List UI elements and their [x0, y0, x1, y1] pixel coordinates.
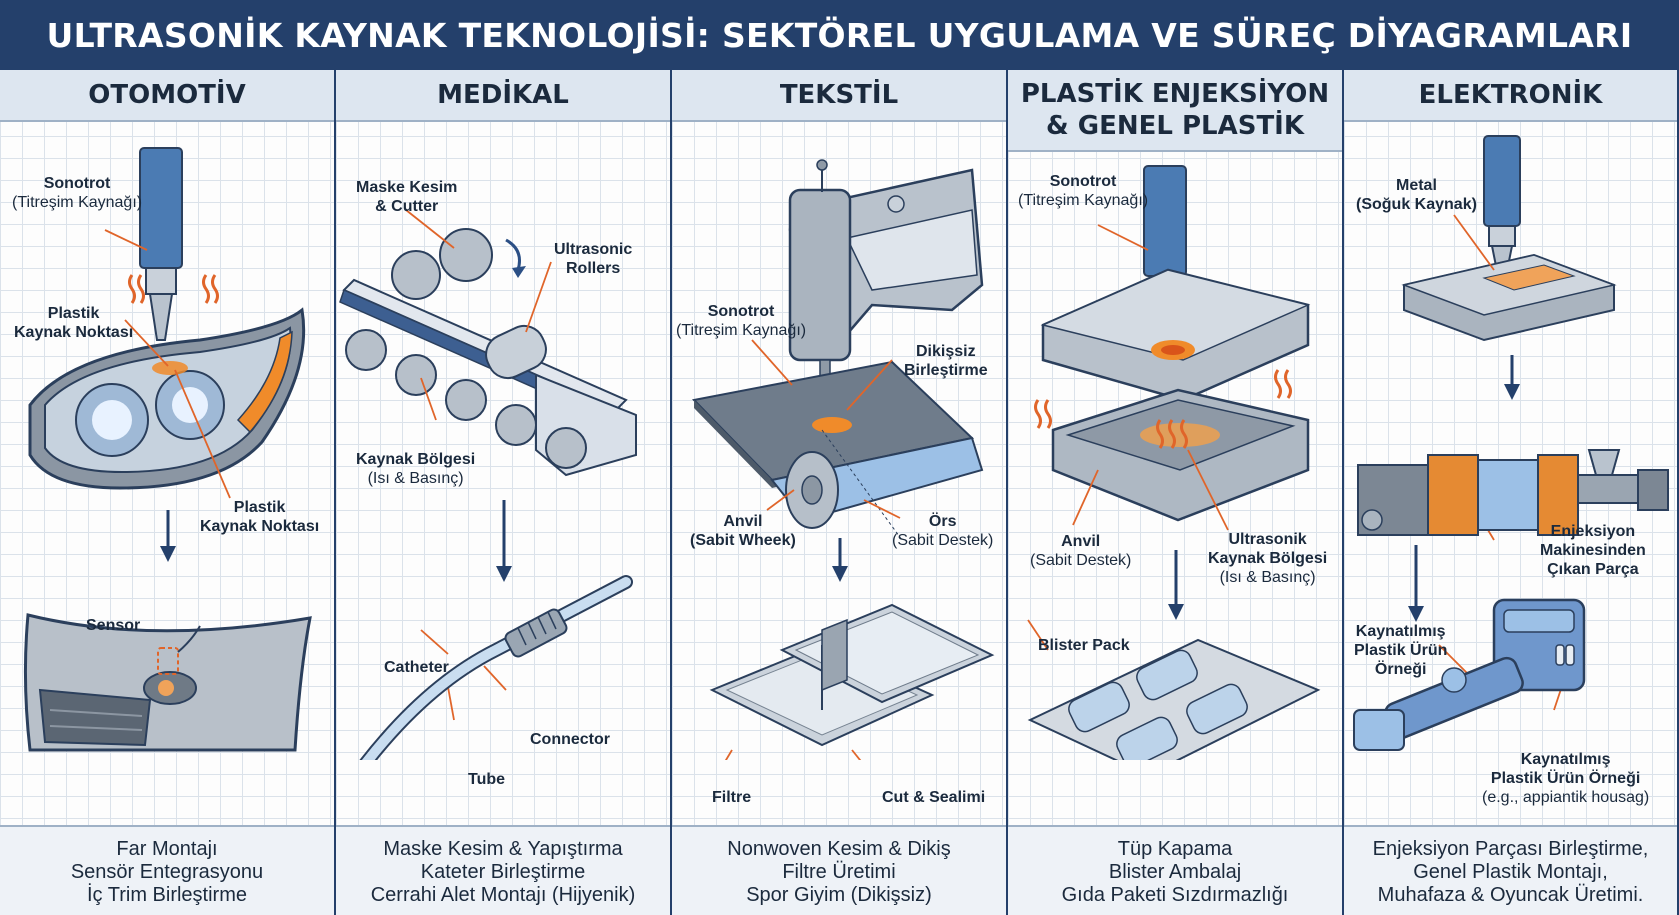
footer-elektronik: Enjeksiyon Parçası Birleştirme, Genel Pl… — [1344, 825, 1677, 915]
arrow-down-icon — [1504, 355, 1520, 400]
injection-machine-icon — [1357, 449, 1669, 536]
tekstil-illustration — [691, 159, 995, 760]
column-heading-otomotiv: OTOMOTİV — [0, 70, 334, 122]
label-blister-pack: Blister Pack — [1038, 637, 1130, 654]
metal-plate-icon — [1401, 253, 1617, 342]
bumper-icon — [23, 613, 312, 752]
column-heading-medikal: MEDİKAL — [336, 70, 670, 122]
column-plastik: PLASTİK ENJEKSİYON & GENEL PLASTİK — [1008, 70, 1344, 915]
footer-tekstil: Nonwoven Kesim & Dikiş Filtre Üretimi Sp… — [672, 825, 1006, 915]
roller-icon — [345, 228, 587, 469]
label-cut-seal: Cut & Sealimi — [882, 789, 986, 806]
footer-line: Muhafaza & Oyuncak Üretimi. — [1377, 883, 1644, 906]
footer-line: Tüp Kapama — [1117, 837, 1233, 860]
footer-line: Enjeksiyon Parçası Birleştirme, — [1372, 837, 1649, 860]
arrow-down-icon — [1168, 550, 1184, 620]
sonotrot-horn-icon — [1483, 135, 1521, 277]
column-otomotiv: OTOMOTİV — [0, 70, 336, 915]
footer-line: İç Trim Birleştirme — [87, 883, 247, 906]
label-anvil: Anvil(Sabit Wheek) — [690, 513, 796, 549]
column-heading-plastik: PLASTİK ENJEKSİYON & GENEL PLASTİK — [1008, 70, 1342, 152]
plastik-illustration — [1027, 165, 1321, 760]
conveyor-belt-icon — [339, 278, 637, 477]
label-weld-zone: Kaynak Bölgesi(Isı & Basınç) — [356, 451, 476, 487]
blister-pack-icon — [1027, 638, 1321, 760]
sonotrot-horn-icon — [139, 147, 183, 341]
label-ors: Örs(Sabit Destek) — [892, 513, 994, 549]
label-tube: Tube — [468, 771, 506, 788]
footer-line: Cerrahi Alet Montajı (Hijyenik) — [370, 883, 636, 906]
label-sensor: Sensor — [86, 617, 141, 634]
footer-line: Genel Plastik Montajı, — [1413, 860, 1608, 883]
label-connector: Connector — [530, 731, 610, 748]
arrow-down-icon — [496, 500, 512, 582]
housing-base-icon — [1051, 388, 1310, 522]
label-sonotrot: Sonotrot(Titreşim Kaynağı) — [676, 303, 807, 339]
label-anvil: Anvil(Sabit Destek) — [1030, 533, 1132, 569]
footer-line: Nonwoven Kesim & Dikiş — [727, 837, 951, 860]
headlight-icon — [28, 307, 306, 490]
footer-medikal: Maske Kesim & Yapıştırma Kateter Birleşt… — [336, 825, 670, 915]
footer-line: Filtre Üretimi — [782, 860, 896, 883]
footer-line: Gıda Paketi Sızdırmazlığı — [1061, 883, 1289, 906]
label-sonotrot: Sonotrot(Titreşim Kaynağı) — [1018, 173, 1149, 209]
filter-panel-icon — [709, 603, 995, 747]
arrow-down-icon — [1408, 545, 1424, 622]
column-medikal: MEDİKAL — [336, 70, 672, 915]
label-catheter: Catheter — [384, 659, 449, 676]
sewing-machine-icon — [788, 159, 984, 401]
catheter-icon — [359, 575, 633, 760]
housing-lid-icon — [1040, 268, 1311, 402]
heat-waves-icon — [128, 274, 219, 304]
medikal-illustration — [339, 209, 637, 760]
footer-line: Maske Kesim & Yapıştırma — [383, 837, 623, 860]
arrow-down-icon — [160, 510, 176, 562]
roller-icon — [485, 324, 547, 380]
footer-line: Sensör Entegrasyonu — [70, 860, 264, 883]
arrow-down-icon — [832, 538, 848, 582]
heat-waves-icon — [1034, 369, 1292, 449]
column-heading-elektronik: ELEKTRONİK — [1344, 70, 1677, 122]
plastic-product-icon — [1353, 598, 1586, 751]
otomotiv-illustration — [23, 147, 312, 752]
column-elektronik: ELEKTRONİK — [1344, 70, 1679, 915]
footer-plastik: Tüp Kapama Blister Ambalaj Gıda Paketi S… — [1008, 825, 1342, 915]
column-heading-tekstil: TEKSTİL — [672, 70, 1006, 122]
label-sonotrot: Sonotrot(Titreşim Kaynağı) — [12, 175, 143, 211]
footer-otomotiv: Far Montajı Sensör Entegrasyonu İç Trim … — [0, 825, 334, 915]
elektronik-illustration — [1353, 135, 1669, 751]
page-title: ULTRASONİK KAYNAK TEKNOLOJİSİ: SEKTÖREL … — [0, 0, 1679, 70]
label-metal: Metal(Soğuk Kaynak) — [1356, 177, 1477, 213]
footer-line: Spor Giyim (Dikişsiz) — [746, 883, 932, 906]
label-filter: Filtre — [712, 789, 752, 806]
footer-line: Blister Ambalaj — [1108, 860, 1242, 883]
label-mask-cutter: Maske Kesim& Cutter — [356, 179, 458, 215]
footer-line: Far Montajı — [116, 837, 218, 860]
footer-line: Kateter Birleştirme — [420, 860, 586, 883]
anvil-wheel-icon — [785, 451, 839, 529]
column-tekstil: TEKSTİL — [672, 70, 1008, 915]
